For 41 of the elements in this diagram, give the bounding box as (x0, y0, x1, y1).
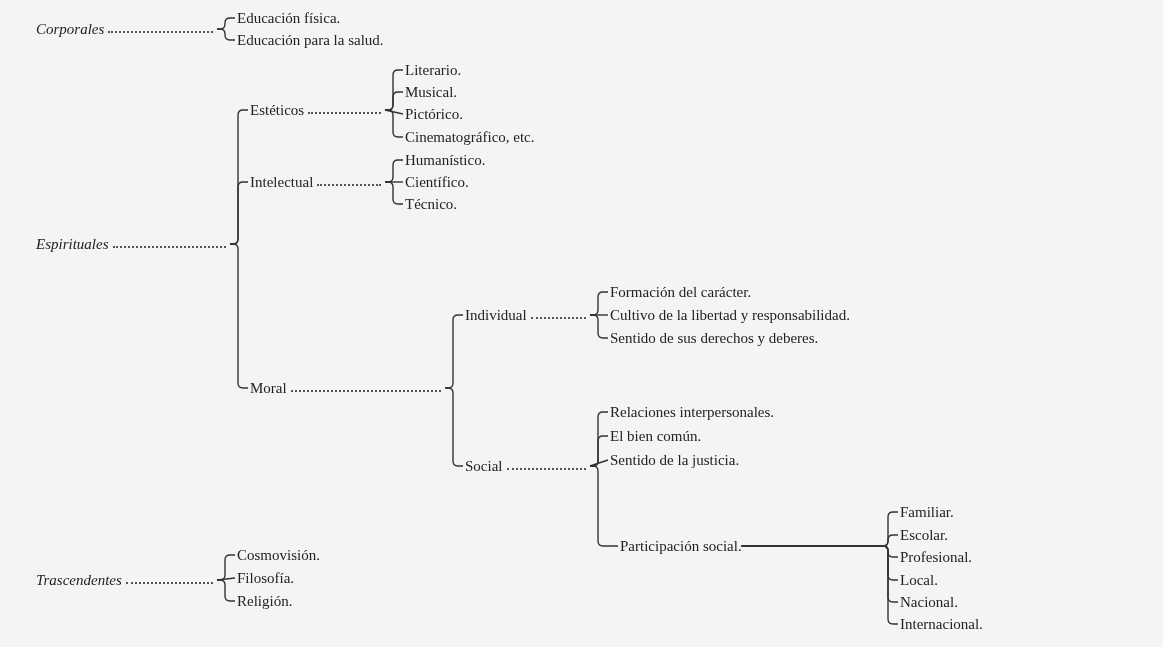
label-text: Cinematográfico, etc. (405, 128, 535, 146)
label-text: Nacional. (900, 593, 958, 611)
brace-connector (589, 459, 609, 467)
label-text: Humanístico. (405, 151, 486, 169)
label-text: Científico. (405, 173, 469, 191)
brace-connector (216, 28, 236, 41)
label-text: Social (465, 457, 503, 475)
label-text: Sentido de la justicia. (610, 451, 740, 469)
label-text: Filosofía. (237, 569, 295, 587)
label-text: Pictórico. (405, 105, 463, 123)
label-text: Estéticos (250, 101, 305, 119)
label-text: El bien común. (610, 427, 702, 445)
label-text: Sentido de sus derechos y deberes. (610, 329, 819, 347)
label-text: Corporales (36, 20, 105, 38)
label-text: Participación social. (620, 537, 742, 555)
label-text: Local. (900, 571, 938, 589)
label-text: Formación del carácter. (610, 283, 752, 301)
label-text: Literario. (405, 61, 462, 79)
label-text: Religión. (237, 592, 293, 610)
label-text: Musical. (405, 83, 458, 101)
label-text: Espirituales (36, 235, 109, 253)
brace-connector (740, 545, 899, 625)
label-text: Cosmovisión. (237, 546, 320, 564)
brace-connector (216, 579, 236, 602)
label-text: Internacional. (900, 615, 983, 633)
label-text: Individual (465, 306, 527, 324)
label-text: Educación para la salud. (237, 31, 384, 49)
label-text: Familiar. (900, 503, 954, 521)
brace-connector (384, 109, 404, 138)
label-text: Trascendentes (36, 571, 122, 589)
label-text: Intelectual (250, 173, 314, 191)
label-text: Moral (250, 379, 287, 397)
label-text: Profesional. (900, 548, 973, 566)
label-text: Técnico. (405, 195, 458, 213)
brace-connector (589, 465, 619, 547)
brace-connector (384, 181, 404, 205)
label-text: Relaciones interpersonales. (610, 403, 775, 421)
label-text: Escolar. (900, 526, 948, 544)
brace-connector (589, 314, 609, 339)
label-text: Cultivo de la libertad y responsabilidad. (610, 306, 850, 324)
label-text: Educación física. (237, 9, 341, 27)
